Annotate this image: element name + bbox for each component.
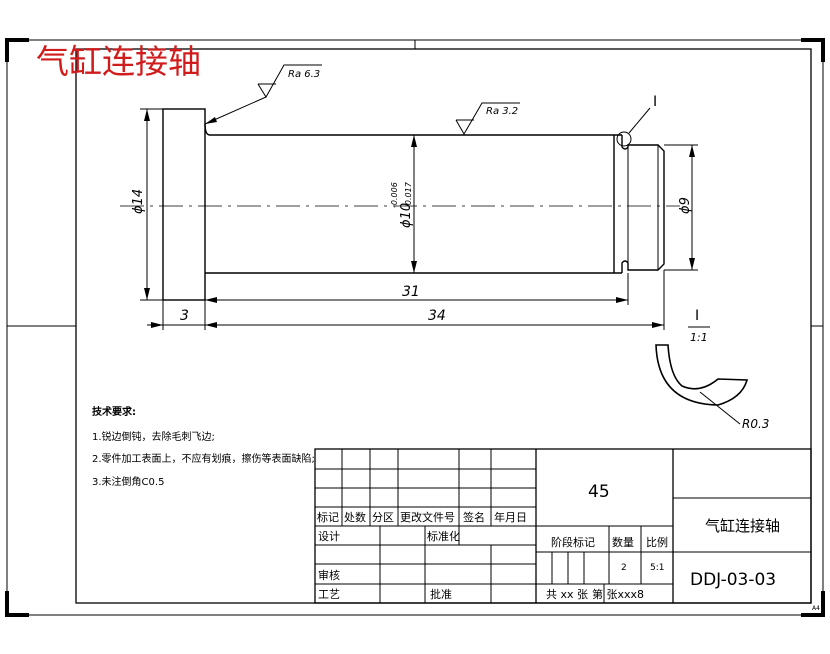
header-mark: 标记	[317, 510, 339, 524]
sheet-number: 第 张xxx8	[592, 587, 644, 601]
dim-flange-diameter: ϕ14	[131, 189, 146, 214]
drawing-number: DDJ-03-03	[690, 570, 776, 590]
dim-shaft-diameter: ϕ10	[399, 203, 414, 228]
detail-marker	[616, 107, 651, 147]
header-change-doc: 更改文件号	[400, 510, 455, 524]
header-count: 处数	[344, 511, 366, 524]
label-design: 设计	[318, 530, 340, 543]
dim-length-3: 3	[180, 308, 189, 324]
dim-shaft-tol-upper: -0.006	[390, 182, 399, 208]
dim-length-31: 31	[402, 284, 420, 300]
detail-view-groove	[655, 344, 749, 425]
roughness-ra32-label: Ra 3.2	[486, 106, 518, 117]
detail-marker-label: I	[653, 94, 657, 110]
sheet-size-note: A4	[812, 605, 820, 612]
header-zone: 分区	[372, 511, 394, 524]
header-date: 年月日	[494, 510, 527, 524]
label-review: 审核	[318, 568, 340, 582]
tech-req-item-3: 3.未注倒角C0.5	[92, 475, 164, 488]
label-quantity: 数量	[612, 536, 634, 549]
roughness-ra63-label: Ra 6.3	[288, 69, 320, 80]
detail-view-scale: 1:1	[690, 331, 708, 344]
corner-marks	[5, 38, 825, 617]
tech-req-heading: 技术要求:	[92, 405, 136, 418]
label-standardize: 标准化	[427, 529, 460, 543]
dimension-lines	[140, 108, 698, 330]
tech-req-item-2: 2.零件加工表面上，不应有划痕，擦伤等表面缺陷;	[92, 452, 315, 465]
header-signature: 签名	[463, 510, 485, 524]
detail-view-label: I	[695, 308, 699, 324]
scale-value: 5:1	[650, 563, 664, 573]
label-process: 工艺	[318, 588, 340, 601]
quantity-value: 2	[621, 563, 627, 573]
drawing-title: 气缸连接轴	[36, 42, 201, 81]
dim-length-34: 34	[428, 308, 446, 324]
label-scale: 比例	[646, 535, 668, 549]
roughness-symbol-ra63	[204, 64, 322, 125]
part-name: 气缸连接轴	[705, 517, 780, 535]
dim-shaft-tol-lower: -0.017	[404, 181, 413, 208]
sheet-count: 共 xx 张	[546, 588, 588, 601]
title-block-grid	[314, 448, 812, 604]
detail-radius-label: R0.3	[742, 417, 769, 431]
dim-end-diameter: ϕ9	[678, 197, 693, 214]
material-value: 45	[588, 482, 610, 502]
tech-req-item-1: 1.锐边倒钝，去除毛刺飞边;	[92, 430, 215, 443]
label-stage-mark: 阶段标记	[551, 535, 595, 549]
label-approve: 批准	[430, 587, 452, 601]
roughness-symbol-ra32	[455, 102, 520, 136]
